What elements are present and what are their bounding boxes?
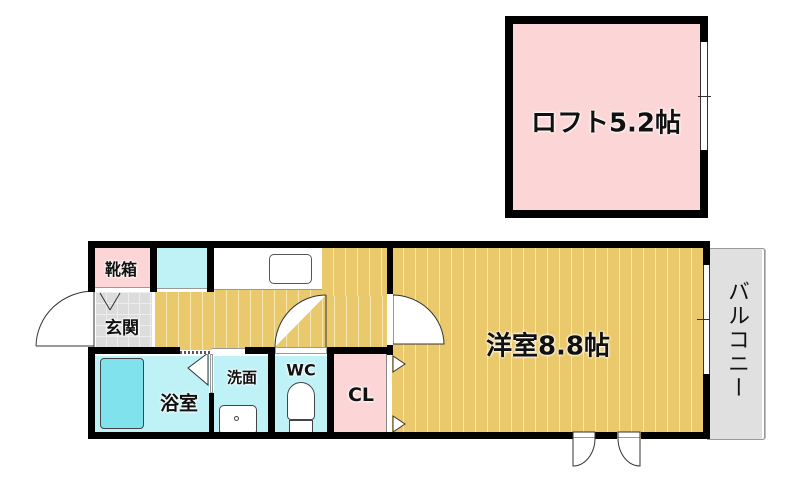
- room-door-opening: [387, 294, 393, 345]
- wall-room-divider-bottom: [387, 345, 393, 355]
- kitchen-floor-right: [322, 246, 387, 296]
- entrance-label: 玄関: [105, 318, 139, 339]
- closet-folding-doors: [392, 355, 406, 433]
- washbasin-drain: [234, 416, 239, 421]
- kitchen-sink: [269, 254, 312, 284]
- shoe-box: [94, 248, 150, 287]
- fridge-space-strip: [157, 288, 207, 292]
- closet-door-strip: [386, 354, 392, 434]
- hallway-door-swing: [274, 294, 327, 348]
- loft-window-mullion: [698, 96, 711, 97]
- wall-shoebox-right: [150, 241, 157, 292]
- wall-wash-wc: [268, 347, 275, 439]
- fridge-space: [157, 248, 207, 288]
- wall-bath-top-right: [245, 347, 275, 354]
- entry-door-swing: [35, 290, 95, 347]
- wall-left-upper: [88, 241, 95, 292]
- balcony-label: バルコニー: [724, 280, 749, 400]
- balcony-window-mullion: [697, 319, 709, 320]
- closet-label: CL: [347, 384, 375, 406]
- loft-label: ロフト5.2帖: [530, 108, 682, 139]
- western-room-label: 洋室8.8帖: [485, 331, 611, 362]
- wall-bath-wash: [209, 393, 214, 437]
- wall-room-divider-top: [387, 241, 393, 294]
- wall-bottom-mid: [595, 432, 617, 439]
- wall-fridge-right: [207, 241, 214, 292]
- wall-wc-cl: [327, 347, 334, 439]
- shoe-box-strip: [94, 287, 150, 292]
- wall-left-lower: [88, 347, 95, 439]
- hallway-floor: [155, 290, 387, 350]
- wc-door-opening: [275, 347, 327, 354]
- wall-top: [88, 241, 710, 248]
- loft-wall-right-bottom: [700, 150, 708, 218]
- bathroom-door-rail: [180, 351, 212, 354]
- bathroom-label: 浴室: [159, 392, 199, 415]
- washroom-opening: [212, 348, 245, 353]
- wall-right-lower: [703, 374, 710, 439]
- bath-wash-partition: [210, 354, 213, 393]
- wall-bath-top-left: [88, 347, 180, 354]
- toilet-label: WC: [286, 360, 316, 380]
- loft-room: [508, 18, 708, 216]
- closet: [334, 354, 387, 434]
- washroom-label: 洗面: [226, 368, 258, 387]
- room-door-swing: [392, 294, 445, 345]
- bottom-double-door: [572, 431, 641, 467]
- loft-wall-top: [505, 16, 708, 24]
- shoe-box-label: 靴箱: [104, 260, 138, 279]
- wall-right-upper: [703, 241, 710, 265]
- loft-wall-left: [505, 16, 513, 218]
- balcony: [707, 248, 765, 440]
- loft-wall-right-top: [700, 16, 708, 42]
- bathtub: [100, 358, 144, 429]
- bathroom-folding-door: [187, 352, 209, 387]
- toilet-bowl: [287, 382, 315, 420]
- wall-bottom-right: [641, 432, 710, 439]
- entrance-step-marker: [99, 292, 121, 311]
- loft-wall-bottom: [505, 210, 708, 218]
